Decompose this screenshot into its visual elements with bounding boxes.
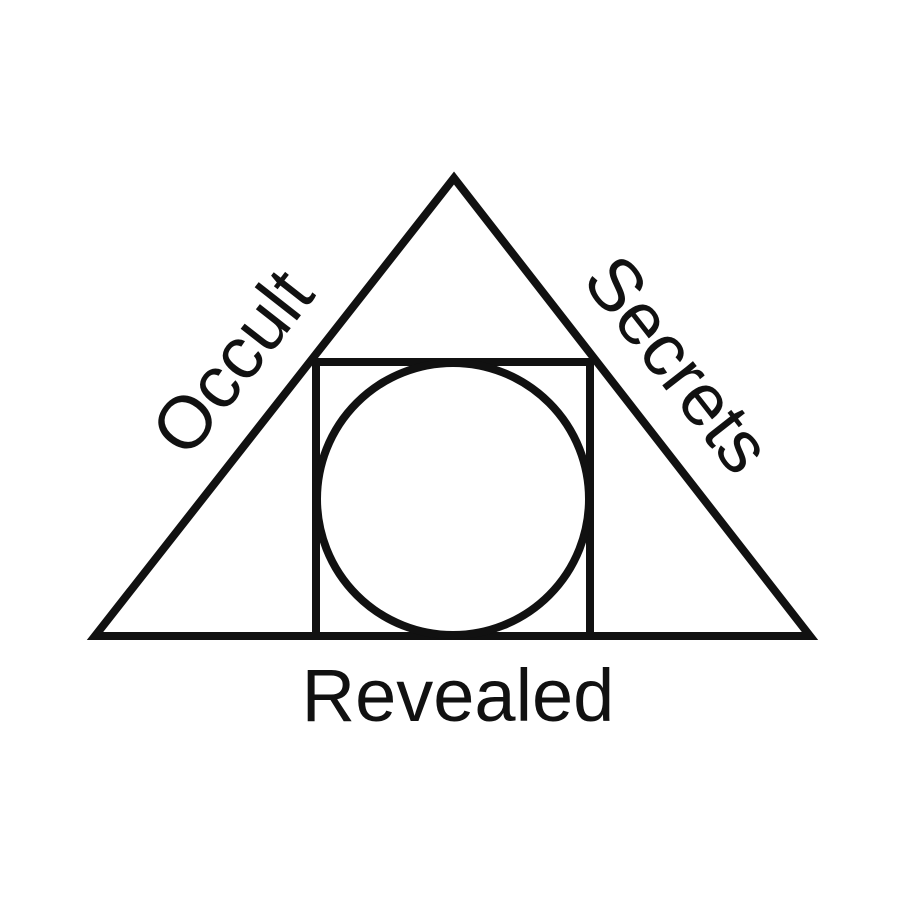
word-occult: Occult <box>135 253 330 470</box>
word-revealed: Revealed <box>302 654 615 737</box>
circle-shape <box>313 359 593 639</box>
